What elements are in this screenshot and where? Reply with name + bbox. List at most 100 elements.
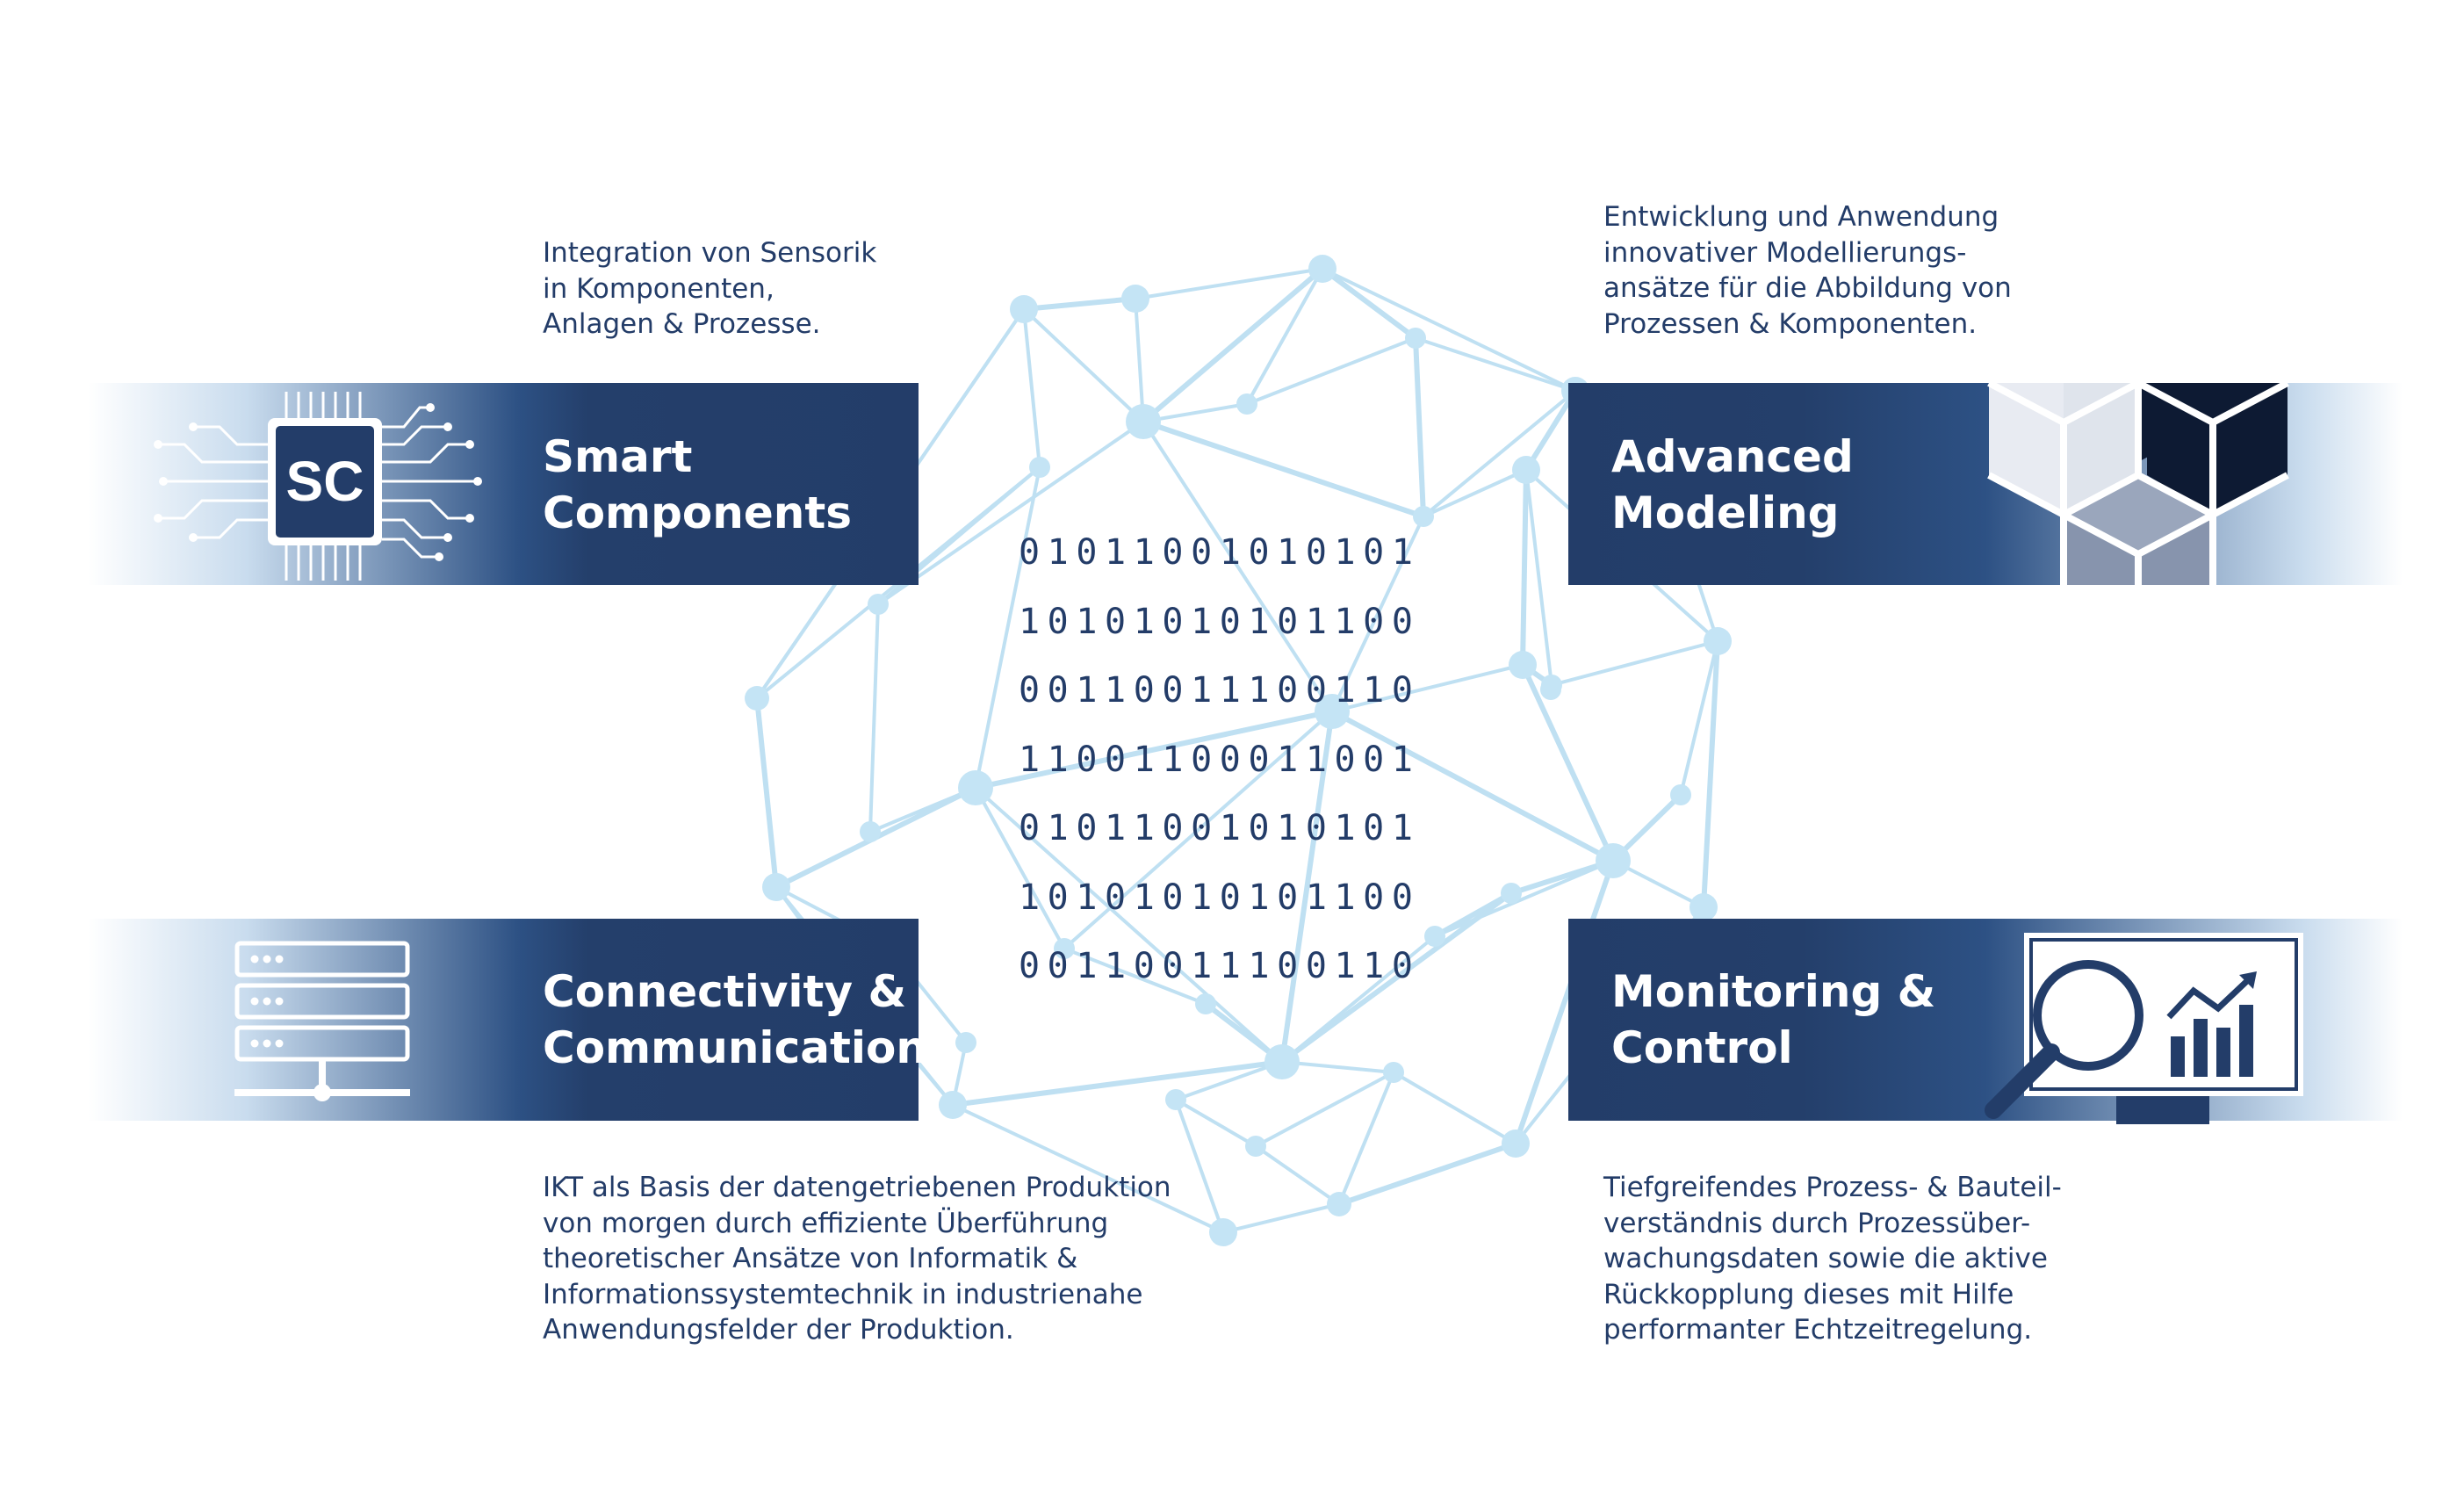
connectivity-description: IKT als Basis der datengetriebenen Produ… [543,1172,1171,1346]
network-node [1126,404,1161,439]
network-edge [1280,935,1437,1064]
isometric-cube-icon [1987,383,2289,585]
network-node [1209,1218,1237,1246]
network-edge [950,1059,1285,1108]
network-edge [1254,1144,1341,1206]
network-edge [974,466,1041,790]
smart-components-description: Integration von Sensorik in Komponenten,… [543,237,877,340]
network-edge [1679,639,1719,797]
monitoring-description: Tiefgreifendes Prozess- & Bauteil- verst… [1603,1172,2062,1346]
network-edge [1524,388,1578,473]
network-edge [1245,336,1417,406]
network-node [745,686,769,711]
network-node [1165,1089,1186,1110]
network-edge [1432,891,1514,939]
network-edge [1221,1202,1341,1234]
network-edge [1422,389,1577,518]
network-edge [1550,639,1719,687]
network-edge [876,420,1145,606]
smart-components-title: Smart Components [543,431,853,538]
network-edge [1329,709,1616,863]
network-edge [1279,709,1335,1065]
network-node [1509,651,1537,679]
network-edge [974,786,1066,950]
network-node [1010,295,1038,323]
binary-row: 11001100011001 [1019,739,1421,780]
network-edge [1063,710,1334,950]
network-edge [1280,1060,1395,1074]
network-node [1413,506,1434,527]
network-node [1236,393,1257,415]
network-edge [1141,266,1325,424]
binary-row: 00110011100110 [1019,670,1421,711]
network-edge [1513,858,1616,1146]
network-node [1121,285,1149,313]
network-node [1502,1130,1530,1158]
network-node [1383,1062,1404,1083]
network-edge [1422,468,1528,518]
advanced-modeling-description: Entwicklung und Anwendung innovativer Mo… [1603,201,2012,340]
magnifier-chart-monitor-icon [1985,933,2303,1124]
circuit-chip-icon: SC [154,392,482,581]
network-edge [754,696,779,890]
network-edge [1141,419,1426,519]
network-edge [1414,336,1577,393]
network-edge [868,603,880,834]
network-edge [1320,266,1418,341]
network-edge [1330,515,1425,713]
network-node [1405,328,1426,349]
connectivity-title: Connectivity & Communication [543,966,927,1073]
network-edge [1321,267,1577,393]
network-node [955,1032,976,1053]
network-edge [1021,296,1138,312]
network-edge [1142,420,1334,713]
smart-components-banner [88,383,919,585]
network-node [1327,1192,1351,1216]
network-node [1245,1136,1266,1157]
network-node [1540,679,1561,700]
network-edge [868,786,977,834]
binary-code-block: 01011001010101 10101010101100 0011001110… [1019,518,1421,1001]
network-node [1054,938,1075,959]
network-node [1689,893,1718,921]
network-edge [1174,1098,1225,1234]
network-node [1308,255,1336,283]
network-edge [1520,467,1529,668]
network-node [1670,784,1691,805]
network-edge [1413,336,1426,519]
binary-row: 00110011100110 [1019,946,1421,986]
binary-row: 10101010101100 [1019,877,1421,918]
network-edge [1336,1141,1518,1207]
network-node [1315,694,1350,729]
network-edge [973,709,1335,790]
network-edge [1022,307,1041,469]
chip-label: SC [286,450,364,513]
network-edge [1520,662,1616,863]
network-node [1704,627,1732,655]
network-edge [1433,859,1615,938]
network-node [868,594,889,615]
network-edge [1022,307,1145,423]
network-edge [974,786,1284,1064]
network-edge [1337,1071,1395,1206]
network-node [1424,926,1445,947]
network-edge [1063,947,1207,1006]
network-node [762,873,790,901]
network-node [1264,1044,1300,1079]
network-edge [1174,1098,1257,1148]
network-edge [1392,1071,1517,1145]
monitoring-title: Monitoring & Control [1611,966,1936,1073]
network-edge [1524,468,1553,687]
advanced-modeling-title: Advanced Modeling [1611,431,1854,538]
network-node [1596,843,1631,878]
network-node [1029,457,1050,478]
network-edge [1701,639,1720,910]
network-edge [1330,663,1524,713]
network-edge [1254,1071,1395,1148]
connectivity-banner [88,919,919,1121]
network-edge [1245,267,1324,406]
network-node [1512,456,1540,484]
network-edge [1174,1060,1284,1101]
network-node [1501,883,1522,904]
server-rack-icon [234,941,410,1101]
